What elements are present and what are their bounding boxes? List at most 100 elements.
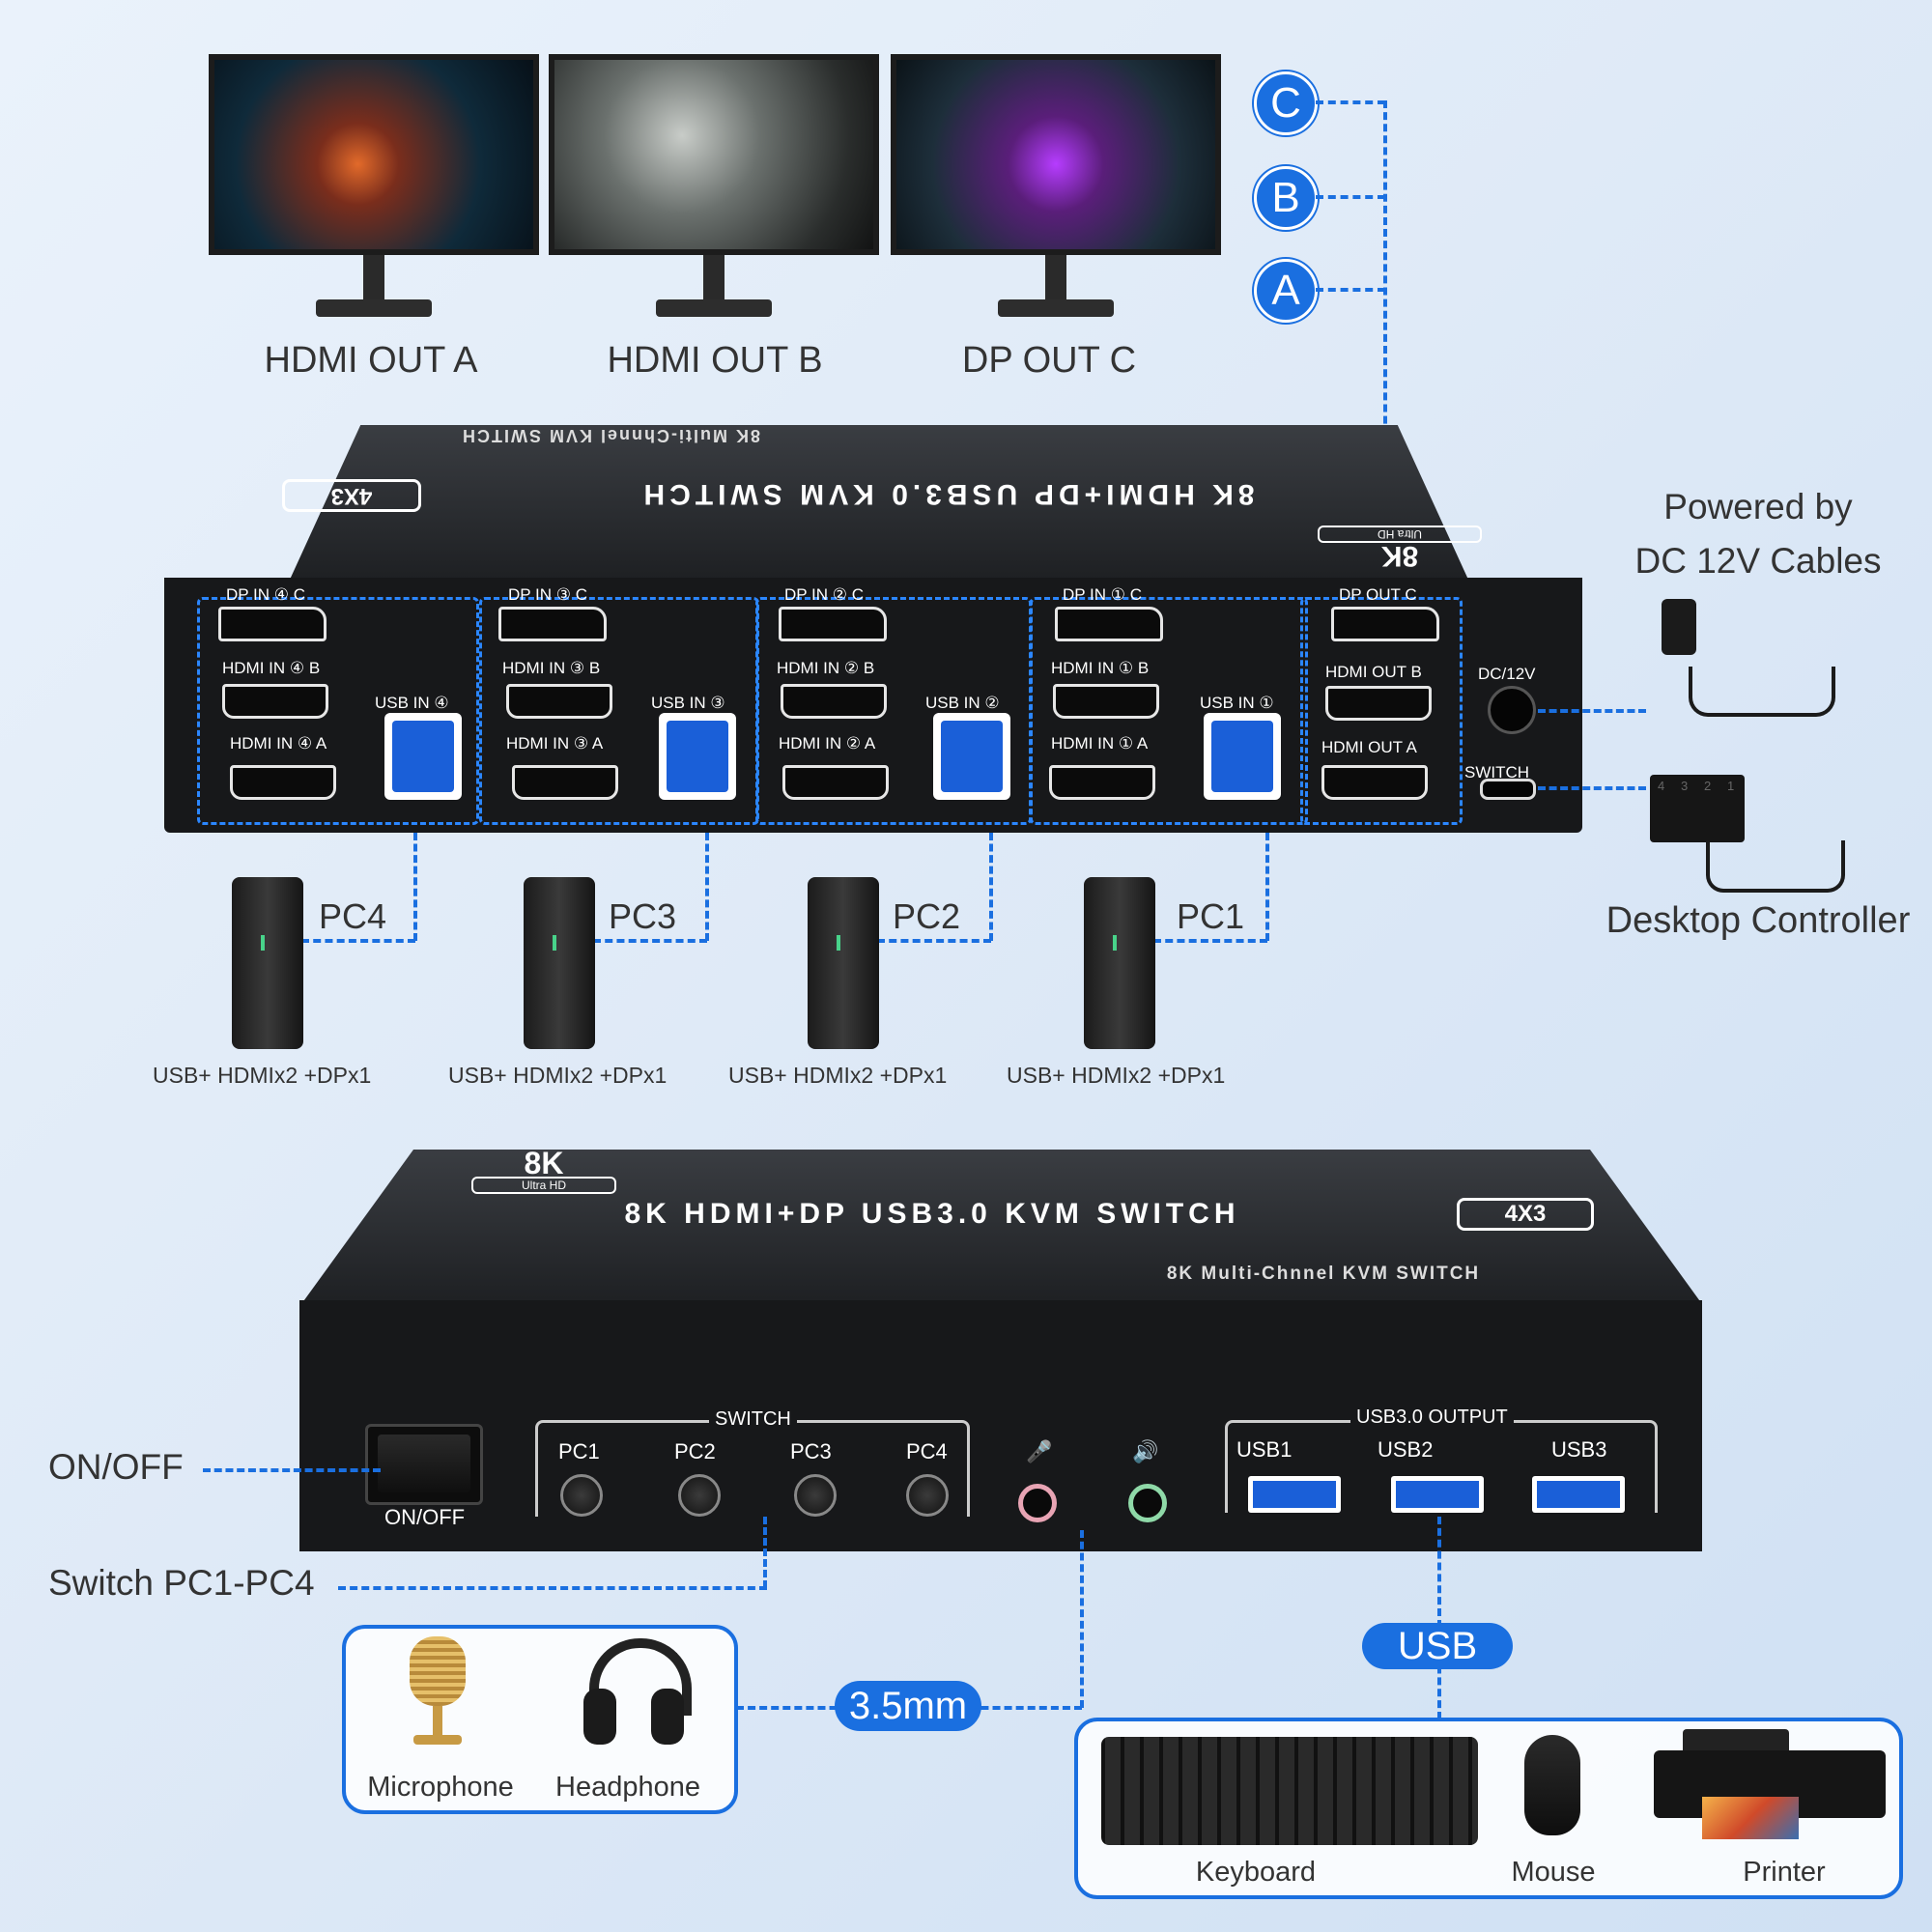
- front-subtitle: 8K Multi-Chnnel KVM SWITCH: [1166, 1264, 1481, 1284]
- usb-badge: USB: [1362, 1623, 1513, 1669]
- mic-jack: [1018, 1484, 1057, 1522]
- pc4-button[interactable]: [906, 1474, 949, 1517]
- input-group-1: [1030, 597, 1308, 825]
- pc3-tower: [524, 877, 595, 1049]
- pc4-button-label: PC4: [906, 1439, 948, 1463]
- input-group-4: [197, 597, 479, 825]
- pc4-tower: [232, 877, 303, 1049]
- connector-line: [1316, 288, 1385, 292]
- mouse-label: Mouse: [1511, 1857, 1596, 1888]
- onoff-connector: [203, 1468, 381, 1472]
- hdmi-in-3a-port: [512, 765, 618, 800]
- monitor-a-screen: [209, 54, 539, 255]
- dp-in-1-port: [1055, 607, 1163, 641]
- usb-connector: [1437, 1517, 1441, 1719]
- dp-in-3-port: [498, 607, 607, 641]
- power-switch-rocker[interactable]: [378, 1435, 470, 1492]
- hdmi-out-b-label: HDMI OUT B: [1325, 663, 1422, 681]
- pc4-connector: [413, 833, 417, 941]
- mouse-icon: [1524, 1735, 1580, 1835]
- usb3-label: USB3: [1551, 1437, 1607, 1462]
- switch-connector-line: [1538, 786, 1646, 790]
- hdmi-in-4a-label: HDMI IN ④ A: [230, 734, 327, 753]
- hdmi-in-2b-port: [781, 684, 887, 719]
- hdmi-out-a-port: [1321, 765, 1428, 800]
- desktop-controller: 4 3 2 1: [1650, 775, 1745, 842]
- front-8k-text: 8K: [524, 1146, 564, 1180]
- switch-port: [1480, 779, 1536, 800]
- hdmi-in-3b-port: [506, 684, 612, 719]
- pc1-connector: [1153, 939, 1267, 943]
- dp-in-4-label: DP IN ④ C: [226, 585, 305, 604]
- switch-connector: [763, 1517, 767, 1588]
- controller-cable: [1706, 840, 1845, 893]
- speaker-jack-icon: 🔊: [1132, 1439, 1159, 1463]
- rear-8k-text: 8K: [1380, 540, 1419, 572]
- pc1-ports: USB+ HDMIx2 +DPx1: [1007, 1063, 1226, 1088]
- pc1-button[interactable]: [560, 1474, 603, 1517]
- controller-key-1: 1: [1727, 779, 1735, 793]
- hdmi-in-2a-label: HDMI IN ② A: [779, 734, 876, 753]
- rear-ultrahd-text: Ultra HD: [1318, 526, 1482, 543]
- output-group: [1300, 597, 1463, 825]
- hdmi-out-b-port: [1325, 686, 1432, 721]
- hdmi-in-1b-label: HDMI IN ① B: [1051, 659, 1150, 677]
- monitor-a: [209, 54, 539, 317]
- channel-b-badge: B: [1254, 166, 1318, 230]
- pc3-label: PC3: [609, 896, 677, 936]
- usb-in-2-port: [933, 713, 1010, 800]
- hdmi-in-4a-port: [230, 765, 336, 800]
- hdmi-in-2b-label: HDMI IN ② B: [777, 659, 875, 677]
- pc2-ports: USB+ HDMIx2 +DPx1: [728, 1063, 948, 1088]
- pc2-button[interactable]: [678, 1474, 721, 1517]
- monitor-c: [891, 54, 1221, 317]
- headphone-icon: [583, 1638, 692, 1745]
- dc-12v-label: DC/12V: [1478, 665, 1536, 683]
- dp-in-1-label: DP IN ① C: [1063, 585, 1142, 604]
- switch-connector: [338, 1586, 767, 1590]
- mic-jack-icon: 🎤: [1026, 1439, 1053, 1463]
- usb2-port: [1391, 1476, 1484, 1513]
- keyboard-icon: [1101, 1737, 1478, 1845]
- monitor-a-label: HDMI OUT A: [264, 340, 478, 381]
- monitor-b-label: HDMI OUT B: [607, 340, 823, 381]
- usb3-port: [1532, 1476, 1625, 1513]
- power-connector-line: [1538, 709, 1646, 713]
- switch-callout: Switch PC1-PC4: [48, 1563, 315, 1603]
- controller-key-2: 2: [1704, 779, 1712, 793]
- headphone-label: Headphone: [555, 1772, 700, 1803]
- printer-icon: [1654, 1729, 1886, 1843]
- pc1-label: PC1: [1177, 896, 1245, 936]
- power-cable: [1689, 667, 1835, 717]
- audio-connector: [1080, 1530, 1084, 1708]
- monitor-c-label: DP OUT C: [961, 340, 1137, 381]
- hdmi-in-1a-port: [1049, 765, 1155, 800]
- hdmi-in-3b-label: HDMI IN ③ B: [502, 659, 601, 677]
- usb-output-label: USB3.0 OUTPUT: [1350, 1406, 1514, 1429]
- pc2-tower: [808, 877, 879, 1049]
- hdmi-in-1a-label: HDMI IN ① A: [1051, 734, 1149, 753]
- headphone-jack: [1128, 1484, 1167, 1522]
- onoff-callout: ON/OFF: [48, 1447, 184, 1487]
- monitor-c-screen: [891, 54, 1221, 255]
- dp-in-2-label: DP IN ② C: [784, 585, 864, 604]
- microphone-label: Microphone: [367, 1772, 514, 1803]
- pc3-button[interactable]: [794, 1474, 837, 1517]
- pc1-tower: [1084, 877, 1155, 1049]
- front-ultrahd-text: Ultra HD: [471, 1177, 616, 1194]
- controller-key-3: 3: [1681, 779, 1689, 793]
- rear-title: 8K HDMI+DP USB3.0 KVM SWITCH: [639, 478, 1255, 510]
- power-switch[interactable]: [365, 1424, 483, 1505]
- pc4-ports: USB+ HDMIx2 +DPx1: [153, 1063, 372, 1088]
- usb-in-1-port: [1204, 713, 1281, 800]
- dc-jack: [1488, 686, 1536, 734]
- rear-model-badge: 4X3: [282, 479, 421, 512]
- dp-out-c-port: [1331, 607, 1439, 641]
- pc2-connector: [989, 833, 993, 941]
- rear-subtitle: 8K Multi-Chnnel KVM SWITCH: [461, 426, 760, 445]
- monitor-b: [549, 54, 879, 317]
- pc3-connector: [593, 939, 707, 943]
- usb-in-4-port: [384, 713, 462, 800]
- dp-in-2-port: [779, 607, 887, 641]
- microphone-icon: [410, 1636, 466, 1752]
